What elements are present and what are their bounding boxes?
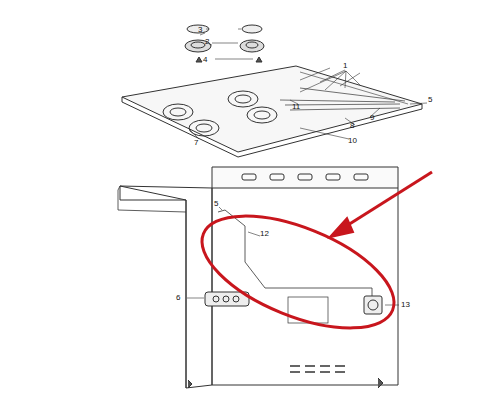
callout-number: 11 [292, 102, 300, 111]
callout-number: 1 [343, 61, 347, 70]
callout-number: 5 [214, 199, 218, 208]
callout-number: 3 [198, 25, 202, 34]
callout-number: 2 [205, 37, 209, 46]
callout-number: 13 [401, 300, 410, 309]
callout-number: 7 [194, 138, 198, 147]
callout-number: 6 [176, 293, 180, 302]
callout-number: 12 [260, 229, 269, 238]
callout-number: 5 [428, 95, 432, 104]
callout-number: 9 [370, 113, 374, 122]
callout-number: 8 [350, 121, 354, 130]
callout-number: 10 [348, 136, 357, 145]
callout-number: 4 [203, 55, 207, 64]
